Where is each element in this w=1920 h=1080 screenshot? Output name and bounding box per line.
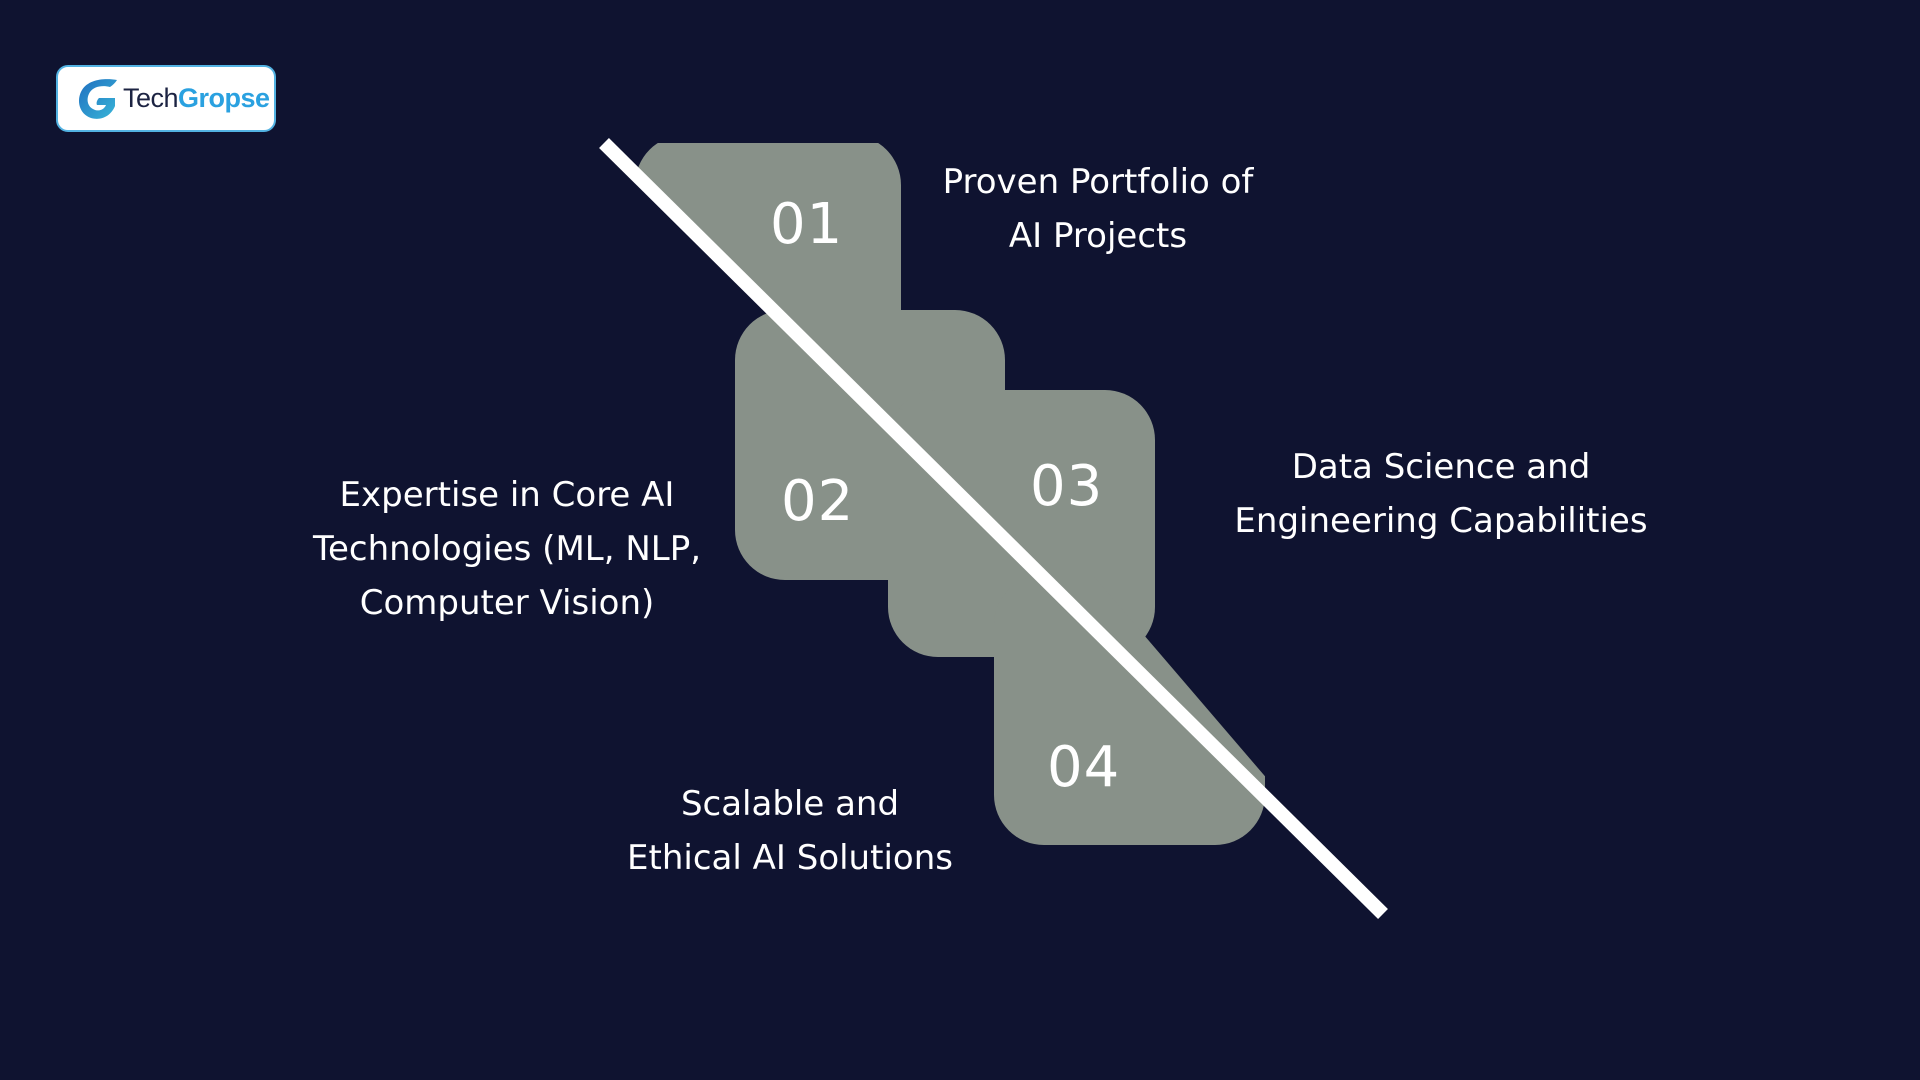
step-04-number: 04 bbox=[1047, 735, 1121, 800]
step-02-label-line: Expertise in Core AI bbox=[339, 475, 675, 515]
techgropse-logo: TechGropse bbox=[56, 65, 276, 132]
step-03-label-line: Engineering Capabilities bbox=[1234, 501, 1648, 541]
step-01-label: Proven Portfolio of AI Projects bbox=[943, 155, 1254, 263]
step-03-label-line: Data Science and bbox=[1291, 447, 1591, 487]
step-02-label: Expertise in Core AI Technologies (ML, N… bbox=[313, 468, 701, 630]
diagonal-divider-line bbox=[599, 138, 1388, 919]
step-02-label-line: Computer Vision) bbox=[359, 583, 655, 623]
g-logo-icon bbox=[79, 78, 117, 119]
step-03-number: 03 bbox=[1030, 454, 1104, 519]
step-01-label-line: AI Projects bbox=[1008, 216, 1188, 256]
step-02-number: 02 bbox=[781, 469, 855, 534]
logo-wordmark: TechGropse bbox=[123, 83, 270, 114]
step-01-number: 01 bbox=[770, 192, 844, 257]
step-02-label-line: Technologies (ML, NLP, bbox=[312, 529, 702, 569]
step-03-label: Data Science and Engineering Capabilitie… bbox=[1234, 440, 1647, 548]
logo-text-gropse: Gropse bbox=[178, 83, 270, 113]
step-04-label-line: Scalable and bbox=[680, 784, 900, 824]
step-01-label-line: Proven Portfolio of bbox=[942, 162, 1254, 202]
step-04-label-line: Ethical AI Solutions bbox=[627, 838, 953, 878]
logo-text-tech: Tech bbox=[123, 83, 179, 113]
step-04-label: Scalable and Ethical AI Solutions bbox=[627, 777, 953, 885]
